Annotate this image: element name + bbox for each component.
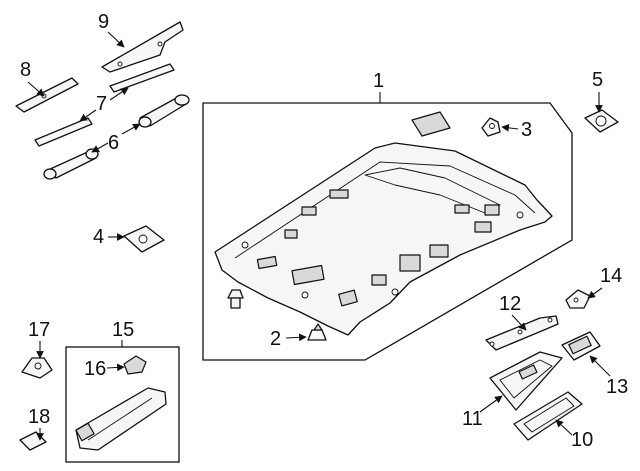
headliner-panel <box>214 142 553 336</box>
leader-11 <box>479 395 503 413</box>
callout-1: 1 <box>373 70 384 92</box>
callout-16: 16 <box>84 358 106 380</box>
clip-part-18 <box>19 431 47 451</box>
clip-part-3 <box>481 117 501 137</box>
callout-7: 7 <box>96 93 107 115</box>
callout-6: 6 <box>108 132 119 154</box>
leader-6a <box>121 123 141 135</box>
leader-2 <box>285 333 307 342</box>
leader-6b <box>91 142 109 153</box>
callout-13: 13 <box>606 376 628 398</box>
console-trim-part-10 <box>513 391 583 441</box>
bracket-part-14 <box>565 289 591 309</box>
plate-part-4 <box>123 225 165 253</box>
lamp-base-part-5 <box>584 109 619 133</box>
leader-7b <box>79 109 97 122</box>
bracket-part-9 <box>101 21 184 73</box>
callout-14: 14 <box>600 265 622 287</box>
leader-16 <box>106 363 125 372</box>
grab-handle-part-6 <box>43 94 190 180</box>
bracket-part-8 <box>15 77 79 113</box>
leader-14 <box>587 287 603 299</box>
headliner-pad <box>411 111 451 137</box>
leader-10 <box>555 419 573 436</box>
bracket-part-12 <box>485 315 559 351</box>
callout-18: 18 <box>28 406 50 428</box>
leader-3 <box>501 124 519 132</box>
leader-7a <box>109 87 129 101</box>
clip-part-2 <box>307 323 327 341</box>
hook-part-17 <box>21 357 53 379</box>
callout-17: 17 <box>28 319 50 341</box>
strip-part-7 <box>34 63 175 147</box>
callout-8: 8 <box>20 59 31 81</box>
callout-11: 11 <box>462 408 483 430</box>
leader-13 <box>589 355 611 377</box>
leader-8 <box>27 81 45 97</box>
callout-5: 5 <box>592 69 603 91</box>
visor-holder-part-16 <box>123 355 147 375</box>
lamp-part-13 <box>561 331 601 361</box>
retainer-clip <box>227 289 244 309</box>
callout-3: 3 <box>521 119 532 141</box>
callout-2: 2 <box>270 328 281 350</box>
leader-12 <box>511 314 527 331</box>
leader-9 <box>107 31 125 48</box>
headliner-group-frame <box>202 102 573 361</box>
sun-visor <box>75 387 167 451</box>
callout-9: 9 <box>98 11 109 33</box>
callout-10: 10 <box>571 429 593 451</box>
callout-12: 12 <box>499 293 521 315</box>
console-part-11 <box>489 351 563 411</box>
callout-4: 4 <box>93 226 104 248</box>
callout-15: 15 <box>112 319 134 341</box>
